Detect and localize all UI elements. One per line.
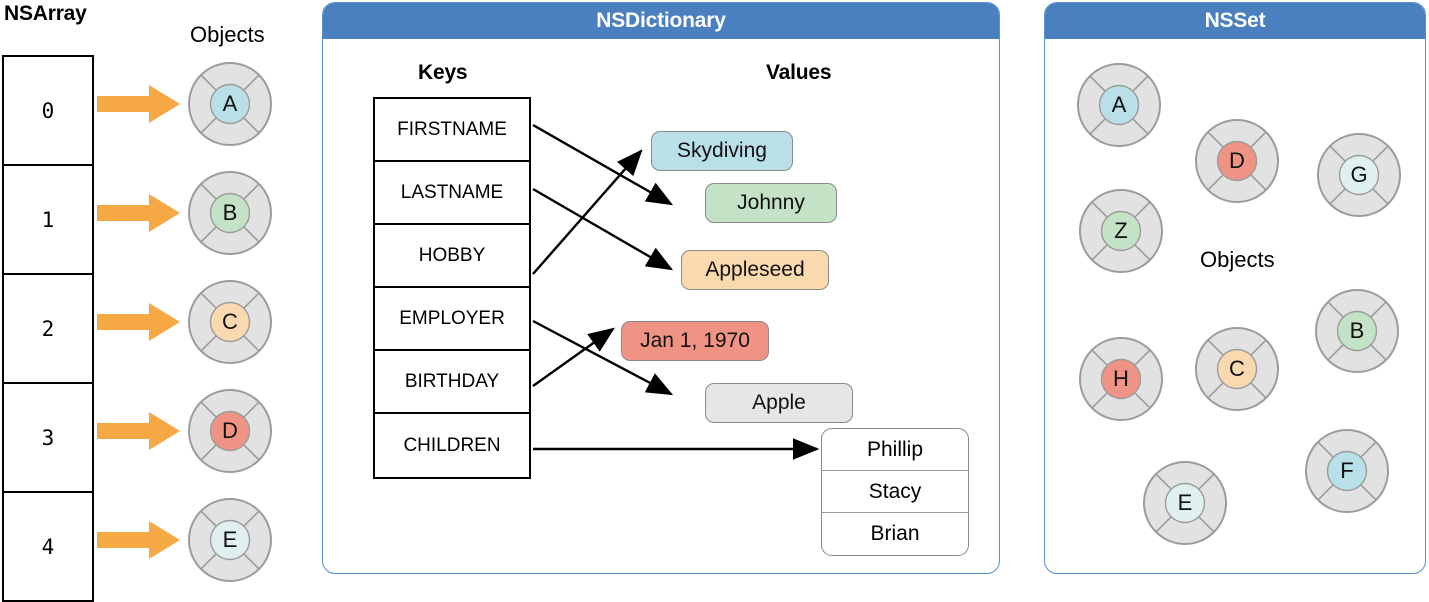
children-list-item[interactable]: Stacy — [822, 471, 968, 513]
children-list-item[interactable]: Brian — [870, 522, 920, 545]
nsarray-index-table: 0 1 2 3 4 — [2, 55, 94, 602]
object-token[interactable]: B — [1313, 287, 1401, 375]
object-ring-icon — [1077, 63, 1161, 147]
nsset-panel: NSSet Objects A D G Z B H C — [1044, 2, 1426, 574]
object-token[interactable]: Z — [1077, 187, 1165, 275]
nsarray-index-cell[interactable]: 4 — [4, 493, 92, 602]
nsset-title: NSSet — [1045, 3, 1425, 39]
nsset-objects-label: Objects — [1200, 247, 1275, 272]
object-ring-icon — [1079, 189, 1163, 273]
object-token[interactable]: G — [1315, 131, 1403, 219]
object-token[interactable]: D — [1193, 117, 1281, 205]
value-pill[interactable]: Skydiving — [651, 131, 793, 171]
object-ring-icon — [188, 389, 272, 473]
key-row[interactable]: CHILDREN — [375, 414, 529, 477]
object-token[interactable]: B — [186, 169, 274, 257]
object-token[interactable]: E — [1141, 459, 1229, 547]
object-token[interactable]: H — [1077, 335, 1165, 423]
orange-right-arrow-icon — [97, 521, 180, 559]
nsdictionary-body: Keys Values FIRSTNAME LASTNAME HOBBY EMP… — [323, 39, 999, 573]
orange-right-arrow-icon — [97, 303, 180, 341]
object-token[interactable]: D — [186, 387, 274, 475]
values-column-header: Values — [766, 61, 832, 84]
object-token[interactable]: C — [186, 278, 274, 366]
orange-right-arrow-icon — [97, 85, 180, 123]
nsarray-title: NSArray — [4, 2, 87, 25]
value-pill[interactable]: Apple — [705, 383, 853, 423]
keys-table: FIRSTNAME LASTNAME HOBBY EMPLOYER BIRTHD… — [373, 97, 531, 479]
nsarray-index-cell[interactable]: 3 — [4, 384, 92, 493]
children-list-item[interactable]: Phillip — [822, 429, 968, 471]
nsdictionary-panel: NSDictionary Keys Values FIRSTNAME LASTN… — [322, 2, 1000, 574]
object-ring-icon — [1143, 461, 1227, 545]
orange-right-arrow-icon — [97, 412, 180, 450]
object-ring-icon — [1317, 133, 1401, 217]
value-pill[interactable]: Jan 1, 1970 — [621, 321, 769, 361]
object-ring-icon — [188, 62, 272, 146]
object-token[interactable]: E — [186, 496, 274, 584]
nsarray-index-cell[interactable]: 1 — [4, 166, 92, 275]
object-token[interactable]: A — [186, 60, 274, 148]
value-pill[interactable]: Appleseed — [681, 250, 829, 290]
value-pill[interactable]: Johnny — [705, 183, 837, 223]
children-list-box: Phillip Stacy Brian — [821, 428, 969, 556]
object-ring-icon — [188, 280, 272, 364]
nsarray-objects-label: Objects — [190, 22, 265, 47]
keys-column-header: Keys — [418, 61, 468, 84]
object-token[interactable]: A — [1075, 61, 1163, 149]
object-ring-icon — [188, 171, 272, 255]
object-token[interactable]: C — [1193, 325, 1281, 413]
key-row[interactable]: HOBBY — [375, 225, 529, 288]
key-row[interactable]: EMPLOYER — [375, 288, 529, 351]
object-ring-icon — [1195, 119, 1279, 203]
nsarray-index-cell[interactable]: 0 — [4, 57, 92, 166]
object-ring-icon — [1315, 289, 1399, 373]
object-ring-icon — [1079, 337, 1163, 421]
key-row[interactable]: LASTNAME — [375, 162, 529, 225]
nsdictionary-title: NSDictionary — [323, 3, 999, 39]
nsarray-section: NSArray Objects 0 1 2 3 4 A B — [0, 0, 300, 602]
object-ring-icon — [1305, 429, 1389, 513]
object-ring-icon — [1195, 327, 1279, 411]
orange-right-arrow-icon — [97, 194, 180, 232]
object-ring-icon — [188, 498, 272, 582]
nsset-body: Objects A D G Z B H C E — [1045, 39, 1425, 573]
nsarray-index-cell[interactable]: 2 — [4, 275, 92, 384]
key-row[interactable]: BIRTHDAY — [375, 351, 529, 414]
key-row[interactable]: FIRSTNAME — [375, 99, 529, 162]
object-token[interactable]: F — [1303, 427, 1391, 515]
